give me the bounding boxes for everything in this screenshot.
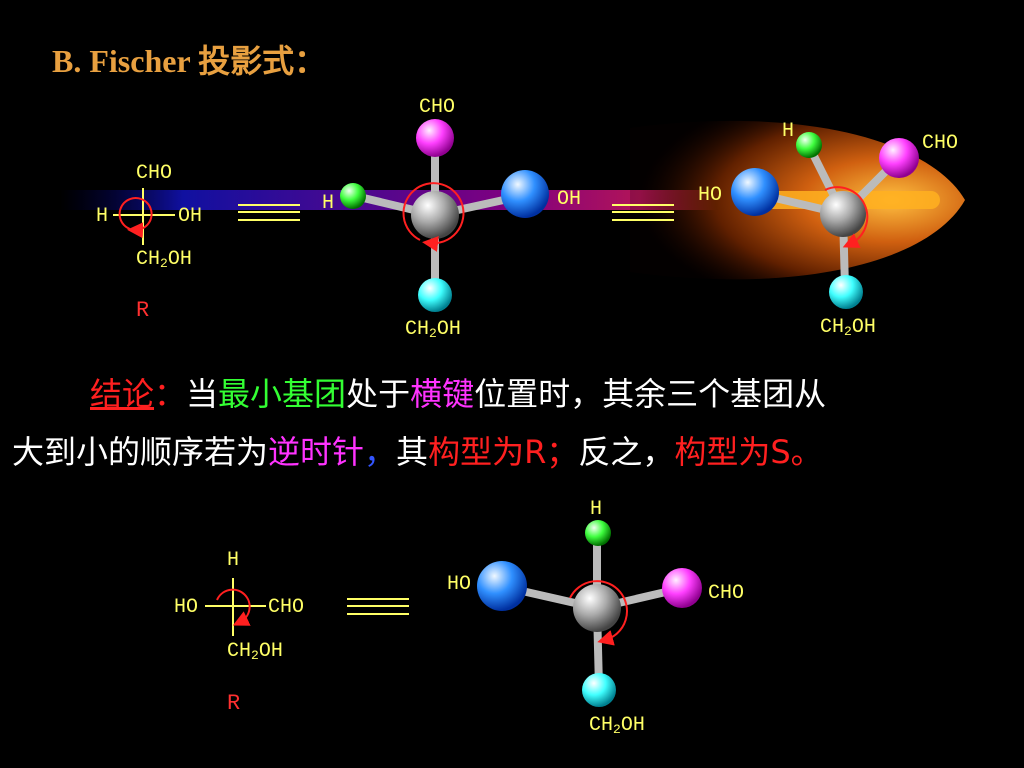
bottom-fischer-right-label: CHO xyxy=(268,596,305,619)
model3-right-label: CHO xyxy=(708,582,745,605)
model-2 xyxy=(731,132,919,309)
model3-top-label: H xyxy=(590,498,603,521)
model3-left-label: HO xyxy=(447,573,472,596)
conclusion-line-1: 结论：当最小基团处于横键位置时，其余三个基团从 xyxy=(90,375,827,413)
top-fischer-top-label: CHO xyxy=(136,162,173,185)
bottom-fischer-config: R xyxy=(227,691,241,716)
equivalence-sign-3 xyxy=(347,598,409,615)
model1-right-label: OH xyxy=(557,188,582,211)
bottom-fischer-top-label: H xyxy=(227,549,240,572)
bottom-fischer-bottom-label: CH2OH xyxy=(227,640,283,663)
top-fischer-config: R xyxy=(136,298,150,323)
model-3 xyxy=(477,520,702,707)
bottom-fischer-left-label: HO xyxy=(174,596,199,619)
top-fischer-left-label: H xyxy=(96,205,109,228)
model2-right-label: CHO xyxy=(922,132,959,155)
model-1 xyxy=(340,119,549,312)
bottom-fischer-cross xyxy=(205,578,266,636)
model2-bottom-label: CH2OH xyxy=(820,316,876,339)
equivalence-sign-1 xyxy=(238,204,300,221)
top-fischer-cross xyxy=(113,188,175,245)
model2-top-left-label: H xyxy=(782,120,795,143)
equivalence-sign-2 xyxy=(612,204,674,221)
model1-top-label: CHO xyxy=(419,96,456,119)
top-fischer-right-label: OH xyxy=(178,205,203,228)
conclusion-paragraph: 结论：当最小基团处于横键位置时，其余三个基团从 大到小的顺序若为逆时针，其构型为… xyxy=(12,365,1016,481)
conclusion-line-2: 大到小的顺序若为逆时针，其构型为R；反之，构型为S。 xyxy=(12,433,823,471)
model1-bottom-label: CH2OH xyxy=(405,318,461,341)
model2-left-label: HO xyxy=(698,184,723,207)
model1-left-label: H xyxy=(322,192,335,215)
page-title: B. Fischer 投影式： xyxy=(52,43,327,79)
top-fischer-bottom-label: CH2OH xyxy=(136,248,192,271)
model3-bottom-label: CH2OH xyxy=(589,714,645,737)
